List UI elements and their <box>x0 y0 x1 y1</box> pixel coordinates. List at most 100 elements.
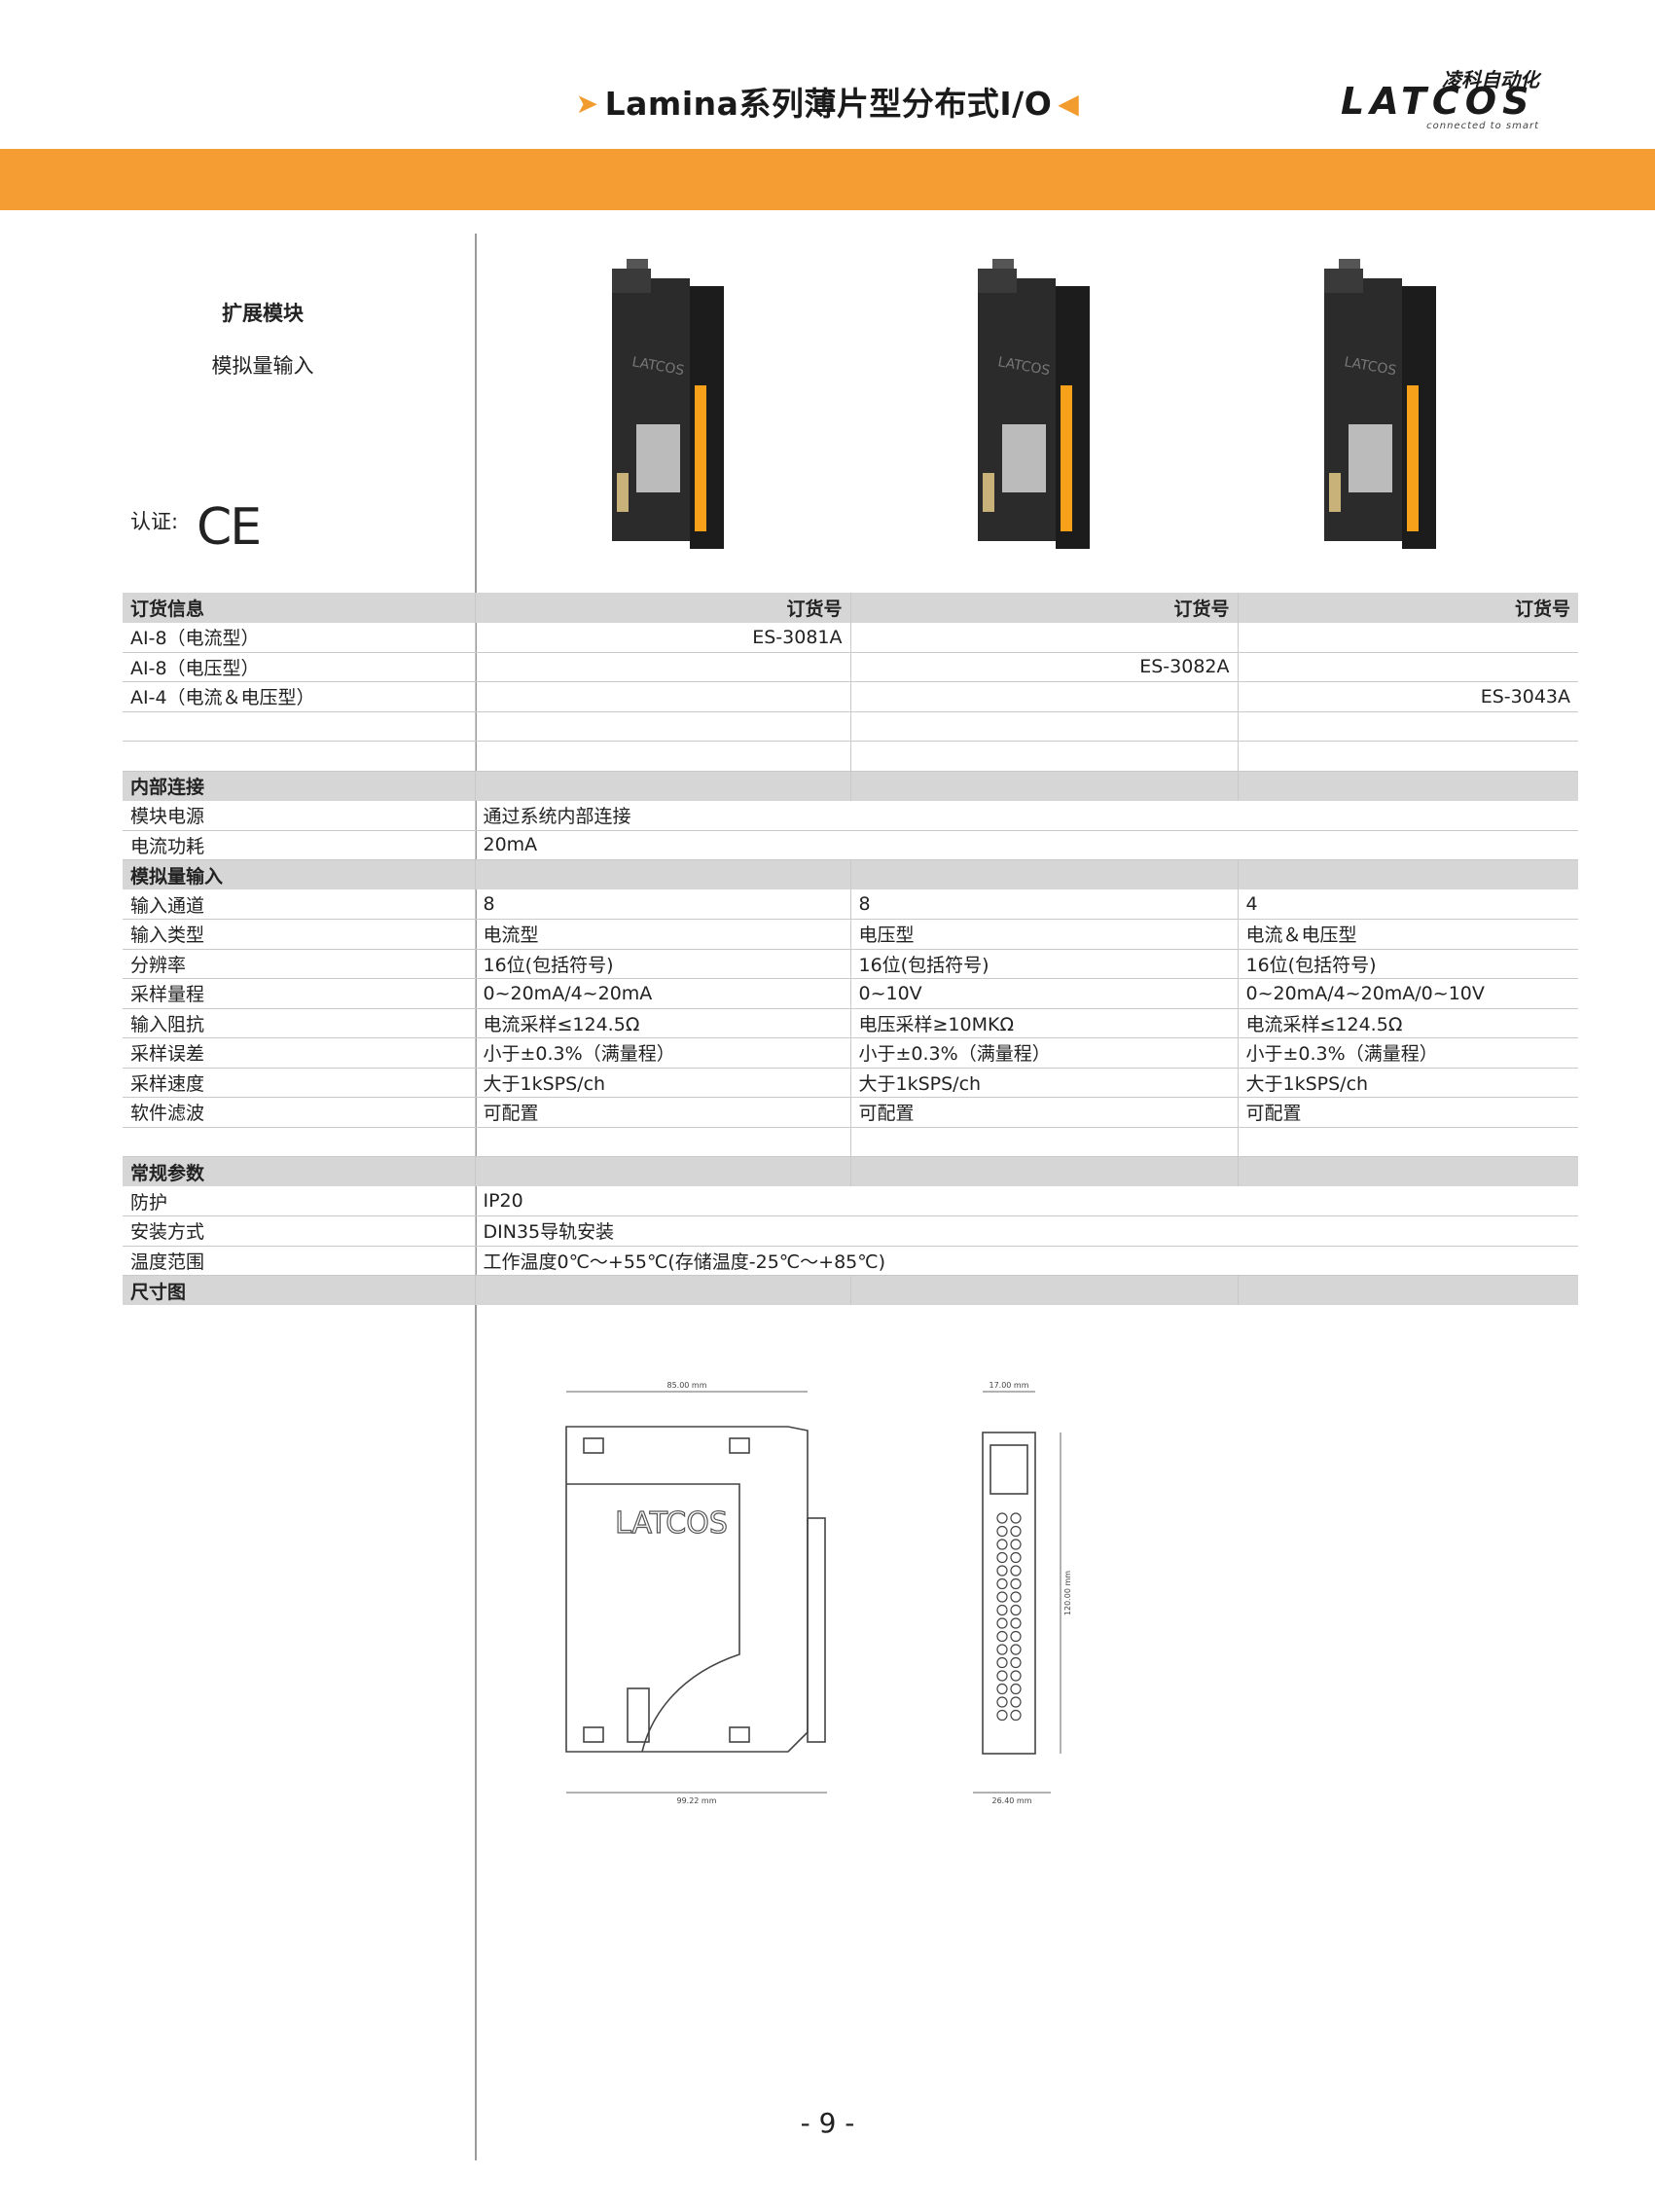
logo-tagline: connected to smart <box>1426 121 1539 131</box>
value-cell: 16位(包括符号) <box>474 949 850 979</box>
terminal-screw <box>996 1709 1008 1722</box>
section-subtitle: 模拟量输入 <box>211 354 314 378</box>
row-label-cell: AI-4（电流＆电压型） <box>123 681 475 712</box>
value-cell <box>849 1127 1238 1157</box>
value-cell: ES-3081A <box>474 622 850 653</box>
value-cell: 订货号 <box>474 593 850 623</box>
dimension-drawing: 85.00 mm 99.22 mm 17.00 mm 120.00 mm 26.… <box>565 1381 1072 1805</box>
dimension-label-side-top: 17.00 mm <box>989 1381 1028 1390</box>
terminal-screw <box>1010 1577 1022 1590</box>
row-label-cell <box>123 1127 475 1157</box>
value-cell <box>1237 771 1578 801</box>
dimension-label-side-height: 120.00 mm <box>1063 1571 1072 1615</box>
table-row <box>123 741 1578 772</box>
value-cell: IP20 <box>474 1186 1578 1216</box>
terminal-screw <box>996 1644 1008 1655</box>
terminal-screw <box>996 1696 1008 1708</box>
value-cell <box>1237 652 1578 682</box>
table-section-row: 内部连接 <box>123 771 1578 801</box>
table-row: 温度范围工作温度0℃～+55℃(存储温度-25℃～+85℃) <box>123 1246 1578 1276</box>
value-cell: ES-3043A <box>1237 681 1578 712</box>
value-cell <box>1237 1156 1578 1186</box>
product-image-es3043a: LATCOS <box>1324 259 1436 549</box>
value-cell: 0~20mA/4~20mA <box>474 978 850 1009</box>
table-section-row: 订货信息订货号订货号订货号 <box>123 593 1578 623</box>
value-cell: 大于1kSPS/ch <box>849 1068 1238 1098</box>
product-image-es3082a: LATCOS <box>978 259 1090 549</box>
terminal-screw <box>996 1670 1008 1682</box>
latch-hole <box>583 1437 604 1454</box>
side-label-area <box>989 1444 1028 1495</box>
terminal-screw <box>996 1604 1008 1616</box>
value-cell: DIN35导轨安装 <box>474 1215 1578 1247</box>
value-cell: 20mA <box>474 830 1578 860</box>
terminal-screw <box>996 1565 1008 1577</box>
row-label-cell: 尺寸图 <box>123 1275 475 1305</box>
value-cell: 工作温度0℃～+55℃(存储温度-25℃～+85℃) <box>474 1246 1578 1276</box>
row-label-cell <box>123 711 475 742</box>
row-label-cell: 订货信息 <box>123 593 475 623</box>
value-cell <box>849 622 1238 653</box>
drawing-brand-label: LATCOS <box>615 1506 728 1541</box>
terminal-screw <box>1010 1670 1022 1682</box>
value-cell: 16位(包括符号) <box>849 949 1238 979</box>
terminal-screw <box>1010 1512 1022 1524</box>
row-label-cell: 输入类型 <box>123 919 475 950</box>
row-label-cell: 输入通道 <box>123 889 475 920</box>
value-cell: 通过系统内部连接 <box>474 800 1578 831</box>
value-cell: 电流型 <box>474 919 850 950</box>
value-cell: 16位(包括符号) <box>1237 949 1578 979</box>
value-cell <box>849 1275 1238 1305</box>
terminal-screw <box>1010 1551 1022 1564</box>
ce-mark-icon: CE <box>197 498 262 557</box>
table-row <box>123 711 1578 742</box>
value-cell <box>1237 1127 1578 1157</box>
certification-label: 认证: <box>130 510 179 533</box>
page-number: - 9 - <box>800 2107 855 2139</box>
row-label-cell: 软件滤波 <box>123 1097 475 1128</box>
value-cell: ES-3082A <box>849 652 1238 682</box>
terminal-screw <box>1010 1644 1022 1655</box>
table-row <box>123 1127 1578 1157</box>
value-cell: 小于±0.3%（满量程） <box>474 1037 850 1069</box>
row-label-cell <box>123 741 475 772</box>
value-cell <box>1237 741 1578 772</box>
value-cell <box>1237 622 1578 653</box>
row-label-cell: 电流功耗 <box>123 830 475 860</box>
row-label-cell: 常规参数 <box>123 1156 475 1186</box>
terminal-screw <box>1010 1591 1022 1603</box>
value-cell <box>849 681 1238 712</box>
logo-text: LATCOS <box>1341 80 1535 123</box>
value-cell: 订货号 <box>1237 593 1578 623</box>
table-section-row: 模拟量输入 <box>123 859 1578 889</box>
row-label-cell: 防护 <box>123 1186 475 1216</box>
value-cell <box>1237 859 1578 889</box>
value-cell <box>849 741 1238 772</box>
value-cell <box>474 1275 850 1305</box>
header-title-text: Lamina系列薄片型分布式I/O <box>604 85 1053 123</box>
terminal-screw <box>996 1577 1008 1590</box>
value-cell: 8 <box>474 889 850 920</box>
terminal-screw <box>1010 1539 1022 1550</box>
value-cell: 电流采样≤124.5Ω <box>474 1008 850 1038</box>
table-row: AI-8（电压型）ES-3082A <box>123 652 1578 682</box>
value-cell: 大于1kSPS/ch <box>1237 1068 1578 1098</box>
value-cell <box>849 711 1238 742</box>
value-cell <box>849 859 1238 889</box>
value-cell: 大于1kSPS/ch <box>474 1068 850 1098</box>
table-row: AI-8（电流型）ES-3081A <box>123 622 1578 653</box>
row-label-cell: AI-8（电流型） <box>123 622 475 653</box>
table-section-row: 常规参数 <box>123 1156 1578 1186</box>
value-cell: 电压型 <box>849 919 1238 950</box>
value-cell <box>849 771 1238 801</box>
table-row: 模块电源通过系统内部连接 <box>123 800 1578 831</box>
value-cell <box>474 771 850 801</box>
row-label-cell: 采样量程 <box>123 978 475 1009</box>
value-cell <box>849 1156 1238 1186</box>
value-cell <box>474 859 850 889</box>
